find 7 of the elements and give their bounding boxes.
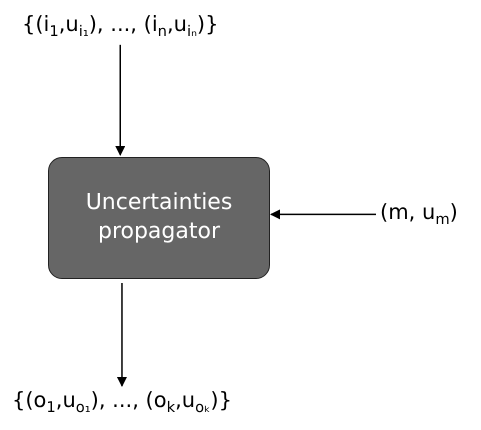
tuple-label: {(i$_{1}$,u$_{i₁}$), ..., (i$_{n}$,u$_{iₙ}$)} xyxy=(22,12,218,41)
arrow xyxy=(270,209,376,220)
process-box: Uncertainties propagator xyxy=(48,157,270,279)
arrow xyxy=(116,283,127,387)
arrow xyxy=(115,44,126,156)
tuple-label: (m, u$_{m}$) xyxy=(380,200,458,229)
tuple-label: {(o$_{1}$,u$_{o₁}$), ..., (o$_{k}$,u$_{oₖ}$)} xyxy=(12,388,232,417)
